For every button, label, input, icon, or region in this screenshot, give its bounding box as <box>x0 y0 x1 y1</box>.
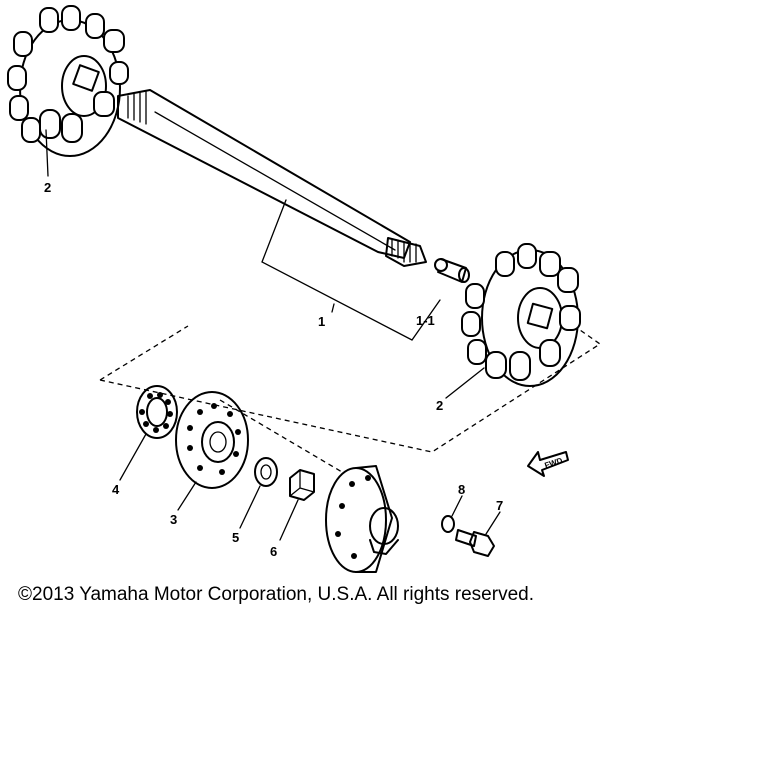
shaft-callout-bracket <box>261 199 441 341</box>
callout-nut: 6 <box>270 544 277 559</box>
callout-bolt: 7 <box>496 498 503 513</box>
bolt <box>455 511 501 557</box>
lock-washer <box>441 495 463 533</box>
callout-shaft-sub: 1-1 <box>416 313 435 328</box>
washer <box>239 457 278 529</box>
copyright-notice: ©2013 Yamaha Motor Corporation, U.S.A. A… <box>18 584 534 605</box>
callout-sprocket-right: 2 <box>436 398 443 413</box>
callout-shaft: 1 <box>318 314 325 329</box>
nut <box>279 469 315 541</box>
bearing <box>119 385 178 481</box>
flange-plate <box>175 391 249 511</box>
front-arrow-icon: FWD <box>527 451 569 477</box>
callout-flange-plate: 3 <box>170 512 177 527</box>
callout-sprocket-left: 2 <box>44 180 51 195</box>
drive-shaft <box>117 89 427 267</box>
hub-flange <box>325 465 399 573</box>
assembly-outline <box>99 325 602 473</box>
sprocket-left <box>7 5 129 177</box>
callout-lock-washer: 8 <box>458 482 465 497</box>
sprocket-right <box>445 243 581 399</box>
pin <box>434 258 470 283</box>
callout-bearing: 4 <box>112 482 120 497</box>
callout-washer: 5 <box>232 530 239 545</box>
